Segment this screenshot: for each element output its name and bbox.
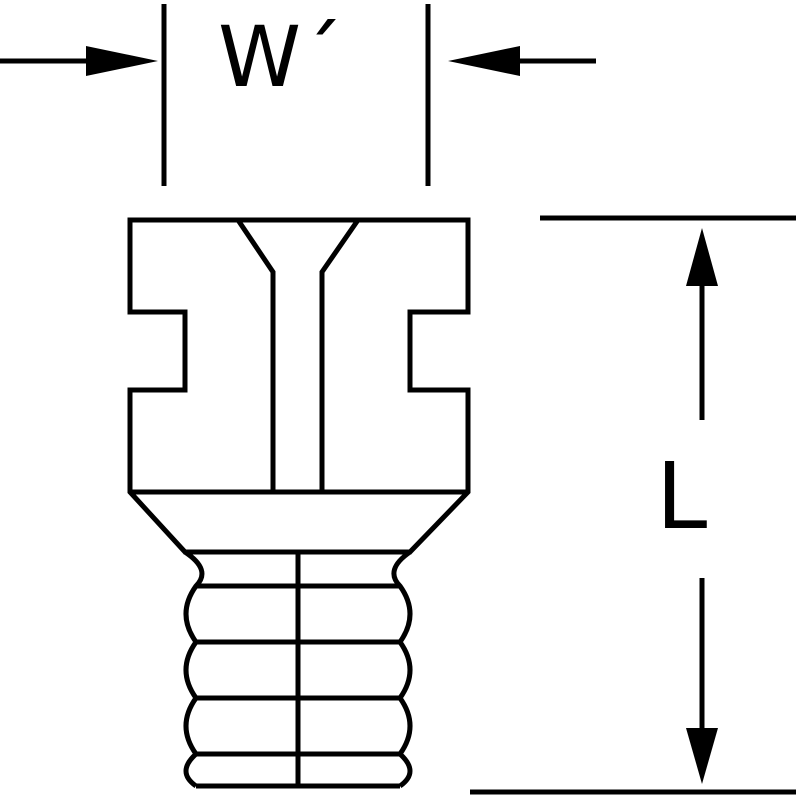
width-label: W´	[218, 8, 343, 106]
terminal-slot-right-edge	[319, 218, 361, 492]
length-arrow-up-head	[686, 228, 718, 286]
width-dimension: W´	[0, 4, 596, 186]
terminal-part	[127, 217, 471, 789]
width-arrow-right-head	[448, 46, 520, 76]
terminal-slot-left-edge	[235, 218, 276, 492]
width-arrow-left-head	[86, 46, 158, 76]
length-arrow-down-head	[686, 728, 718, 784]
terminal-body-outline	[127, 217, 471, 555]
length-dimension: L	[470, 215, 796, 795]
length-label: L	[656, 443, 707, 550]
